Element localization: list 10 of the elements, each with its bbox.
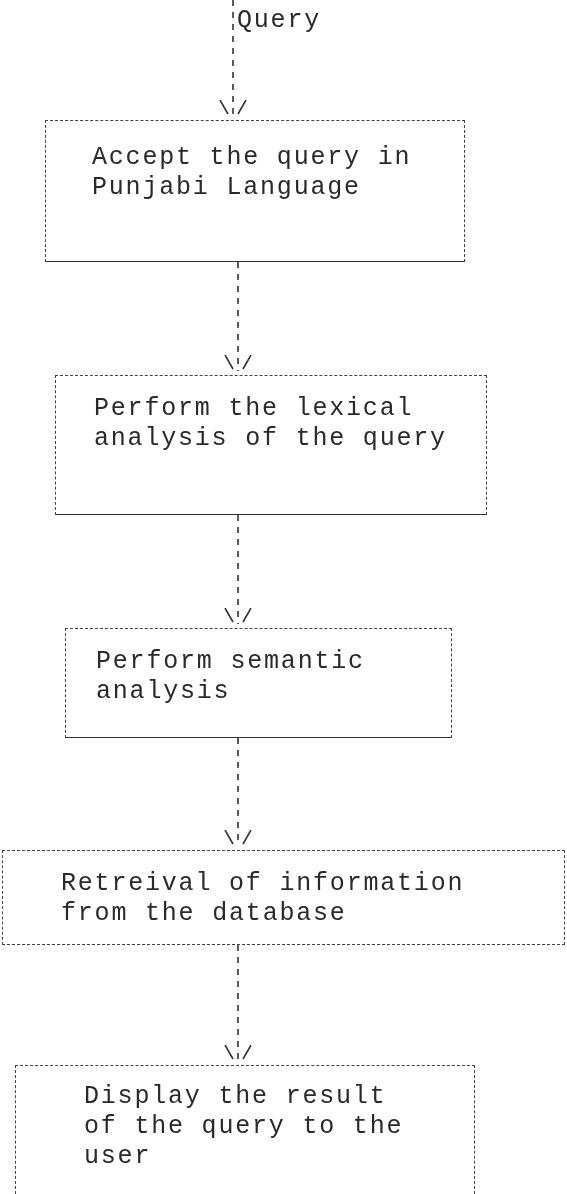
step-text: Accept the query in Punjabi Language xyxy=(92,143,413,203)
process-box xyxy=(2,850,565,945)
step-text: Display the result of the query to the user xyxy=(84,1082,405,1172)
process-box xyxy=(15,1065,475,1194)
step-text: Perform the lexical analysis of the query xyxy=(94,394,448,454)
process-box xyxy=(55,375,487,515)
process-box xyxy=(65,628,452,738)
process-box xyxy=(45,120,465,262)
step-text: Retreival of information from the database xyxy=(61,869,466,929)
step-text: Perform semantic analysis xyxy=(96,647,366,707)
